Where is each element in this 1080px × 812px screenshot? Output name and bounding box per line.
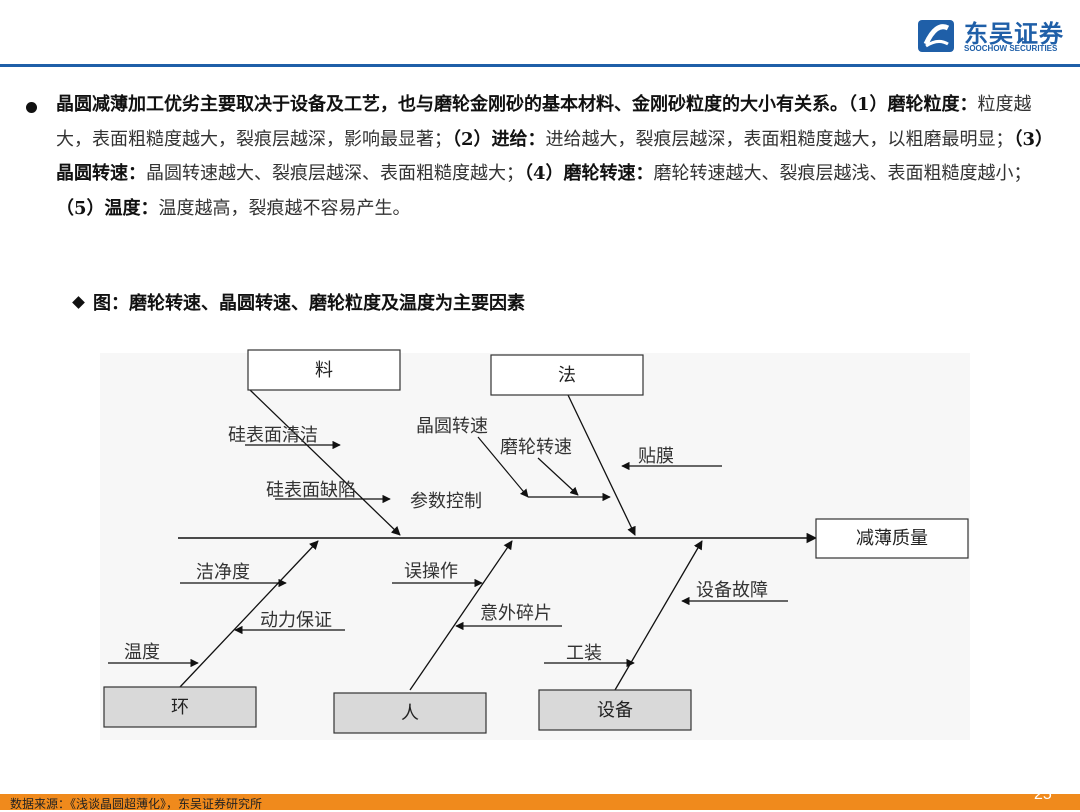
brand-logo-icon bbox=[918, 20, 954, 52]
diamond-icon bbox=[72, 295, 85, 309]
paragraph-segment: （2）进给： bbox=[452, 128, 546, 150]
brand-logo: 东吴证券 SOOCHOW SECURITIES bbox=[916, 16, 1076, 56]
cause-material-1: 硅表面清洁 bbox=[228, 425, 318, 446]
label-people: 人 bbox=[401, 703, 419, 724]
cause-method-1: 晶圆转速 bbox=[416, 416, 488, 437]
cause-environment-1: 洁净度 bbox=[196, 562, 250, 583]
box-material bbox=[247, 349, 401, 391]
header-rule bbox=[0, 64, 1080, 67]
bone-material bbox=[249, 389, 401, 536]
box-method bbox=[490, 354, 644, 396]
footer-bar bbox=[0, 794, 1080, 810]
bullet-icon bbox=[26, 102, 37, 113]
bone-people bbox=[409, 540, 513, 691]
footer-source: 数据来源：《浅谈晶圆超薄化》，东吴证券研究所 bbox=[10, 797, 263, 811]
arrow-method-2 bbox=[537, 457, 579, 496]
summary-paragraph: 晶圆减薄加工优劣主要取决于设备及工艺，也与磨轮金刚砂的基本材料、金刚砂粒度的大小… bbox=[56, 88, 1056, 226]
paragraph-segment: 晶圆减薄加工优劣主要取决于设备及工艺，也与磨轮金刚砂的基本材料、金刚砂粒度的大小… bbox=[56, 94, 888, 115]
cause-environment-2: 动力保证 bbox=[260, 610, 332, 631]
paragraph-segment: （5）温度： bbox=[56, 197, 159, 219]
cause-method-4: 参数控制 bbox=[410, 491, 482, 512]
paragraph-segment: 进给越大，裂痕层越深，表面粗糙度越大，以粗磨最明显； bbox=[545, 128, 1014, 150]
arrow-method-1 bbox=[477, 436, 529, 498]
cause-people-1: 误操作 bbox=[404, 561, 458, 582]
bone-environment bbox=[179, 540, 319, 688]
paragraph-segment: （3）晶圆转速： bbox=[56, 128, 1054, 185]
cause-people-2: 意外碎片 bbox=[480, 603, 552, 624]
label-method: 法 bbox=[558, 365, 576, 386]
label-environment: 环 bbox=[171, 697, 189, 718]
box-result bbox=[815, 518, 969, 559]
cause-material-2: 硅表面缺陷 bbox=[266, 480, 356, 501]
cause-method-2: 磨轮转速 bbox=[500, 437, 572, 458]
cause-environment-3: 温度 bbox=[124, 642, 160, 663]
paragraph-segment: 晶圆转速越大、裂痕层越深、表面粗糙度越大； bbox=[146, 163, 524, 184]
cause-method-3: 贴膜 bbox=[638, 446, 674, 467]
brand-name-cn: 东吴证券 bbox=[964, 20, 1064, 48]
paragraph-segment: 磨轮转速越大、裂痕层越浅、表面粗糙度越小； bbox=[653, 163, 1032, 184]
paragraph-segment: 温度越高，裂痕越不容易产生。 bbox=[158, 197, 411, 219]
cause-equipment-1: 设备故障 bbox=[696, 580, 768, 601]
box-equipment bbox=[538, 689, 692, 731]
paragraph-segment: 粒度越大，表面粗糙度越大，裂痕层越深，影响最显著； bbox=[56, 94, 1032, 150]
box-environment bbox=[103, 686, 257, 728]
paragraph-segment: （4）磨轮转速： bbox=[524, 163, 654, 184]
fishbone-diagram: 料 法 减薄质量 环 人 设备 硅表面清洁 硅表面缺陷 晶圆转速 磨轮转速 贴膜… bbox=[100, 349, 970, 740]
page-number: 25 bbox=[1034, 786, 1052, 803]
figure-title: 图：磨轮转速、晶圆转速、磨轮粒度及温度为主要因素 bbox=[72, 289, 525, 315]
label-material: 料 bbox=[315, 360, 333, 381]
figure-title-text: 图：磨轮转速、晶圆转速、磨轮粒度及温度为主要因素 bbox=[93, 293, 525, 314]
label-equipment: 设备 bbox=[597, 700, 633, 721]
brand-name-en: SOOCHOW SECURITIES bbox=[964, 44, 1058, 53]
box-people bbox=[333, 692, 487, 734]
bone-method bbox=[567, 394, 636, 536]
label-result: 减薄质量 bbox=[856, 528, 928, 549]
cause-equipment-2: 工装 bbox=[566, 643, 602, 664]
paragraph-segment: 磨轮粒度： bbox=[887, 94, 978, 115]
